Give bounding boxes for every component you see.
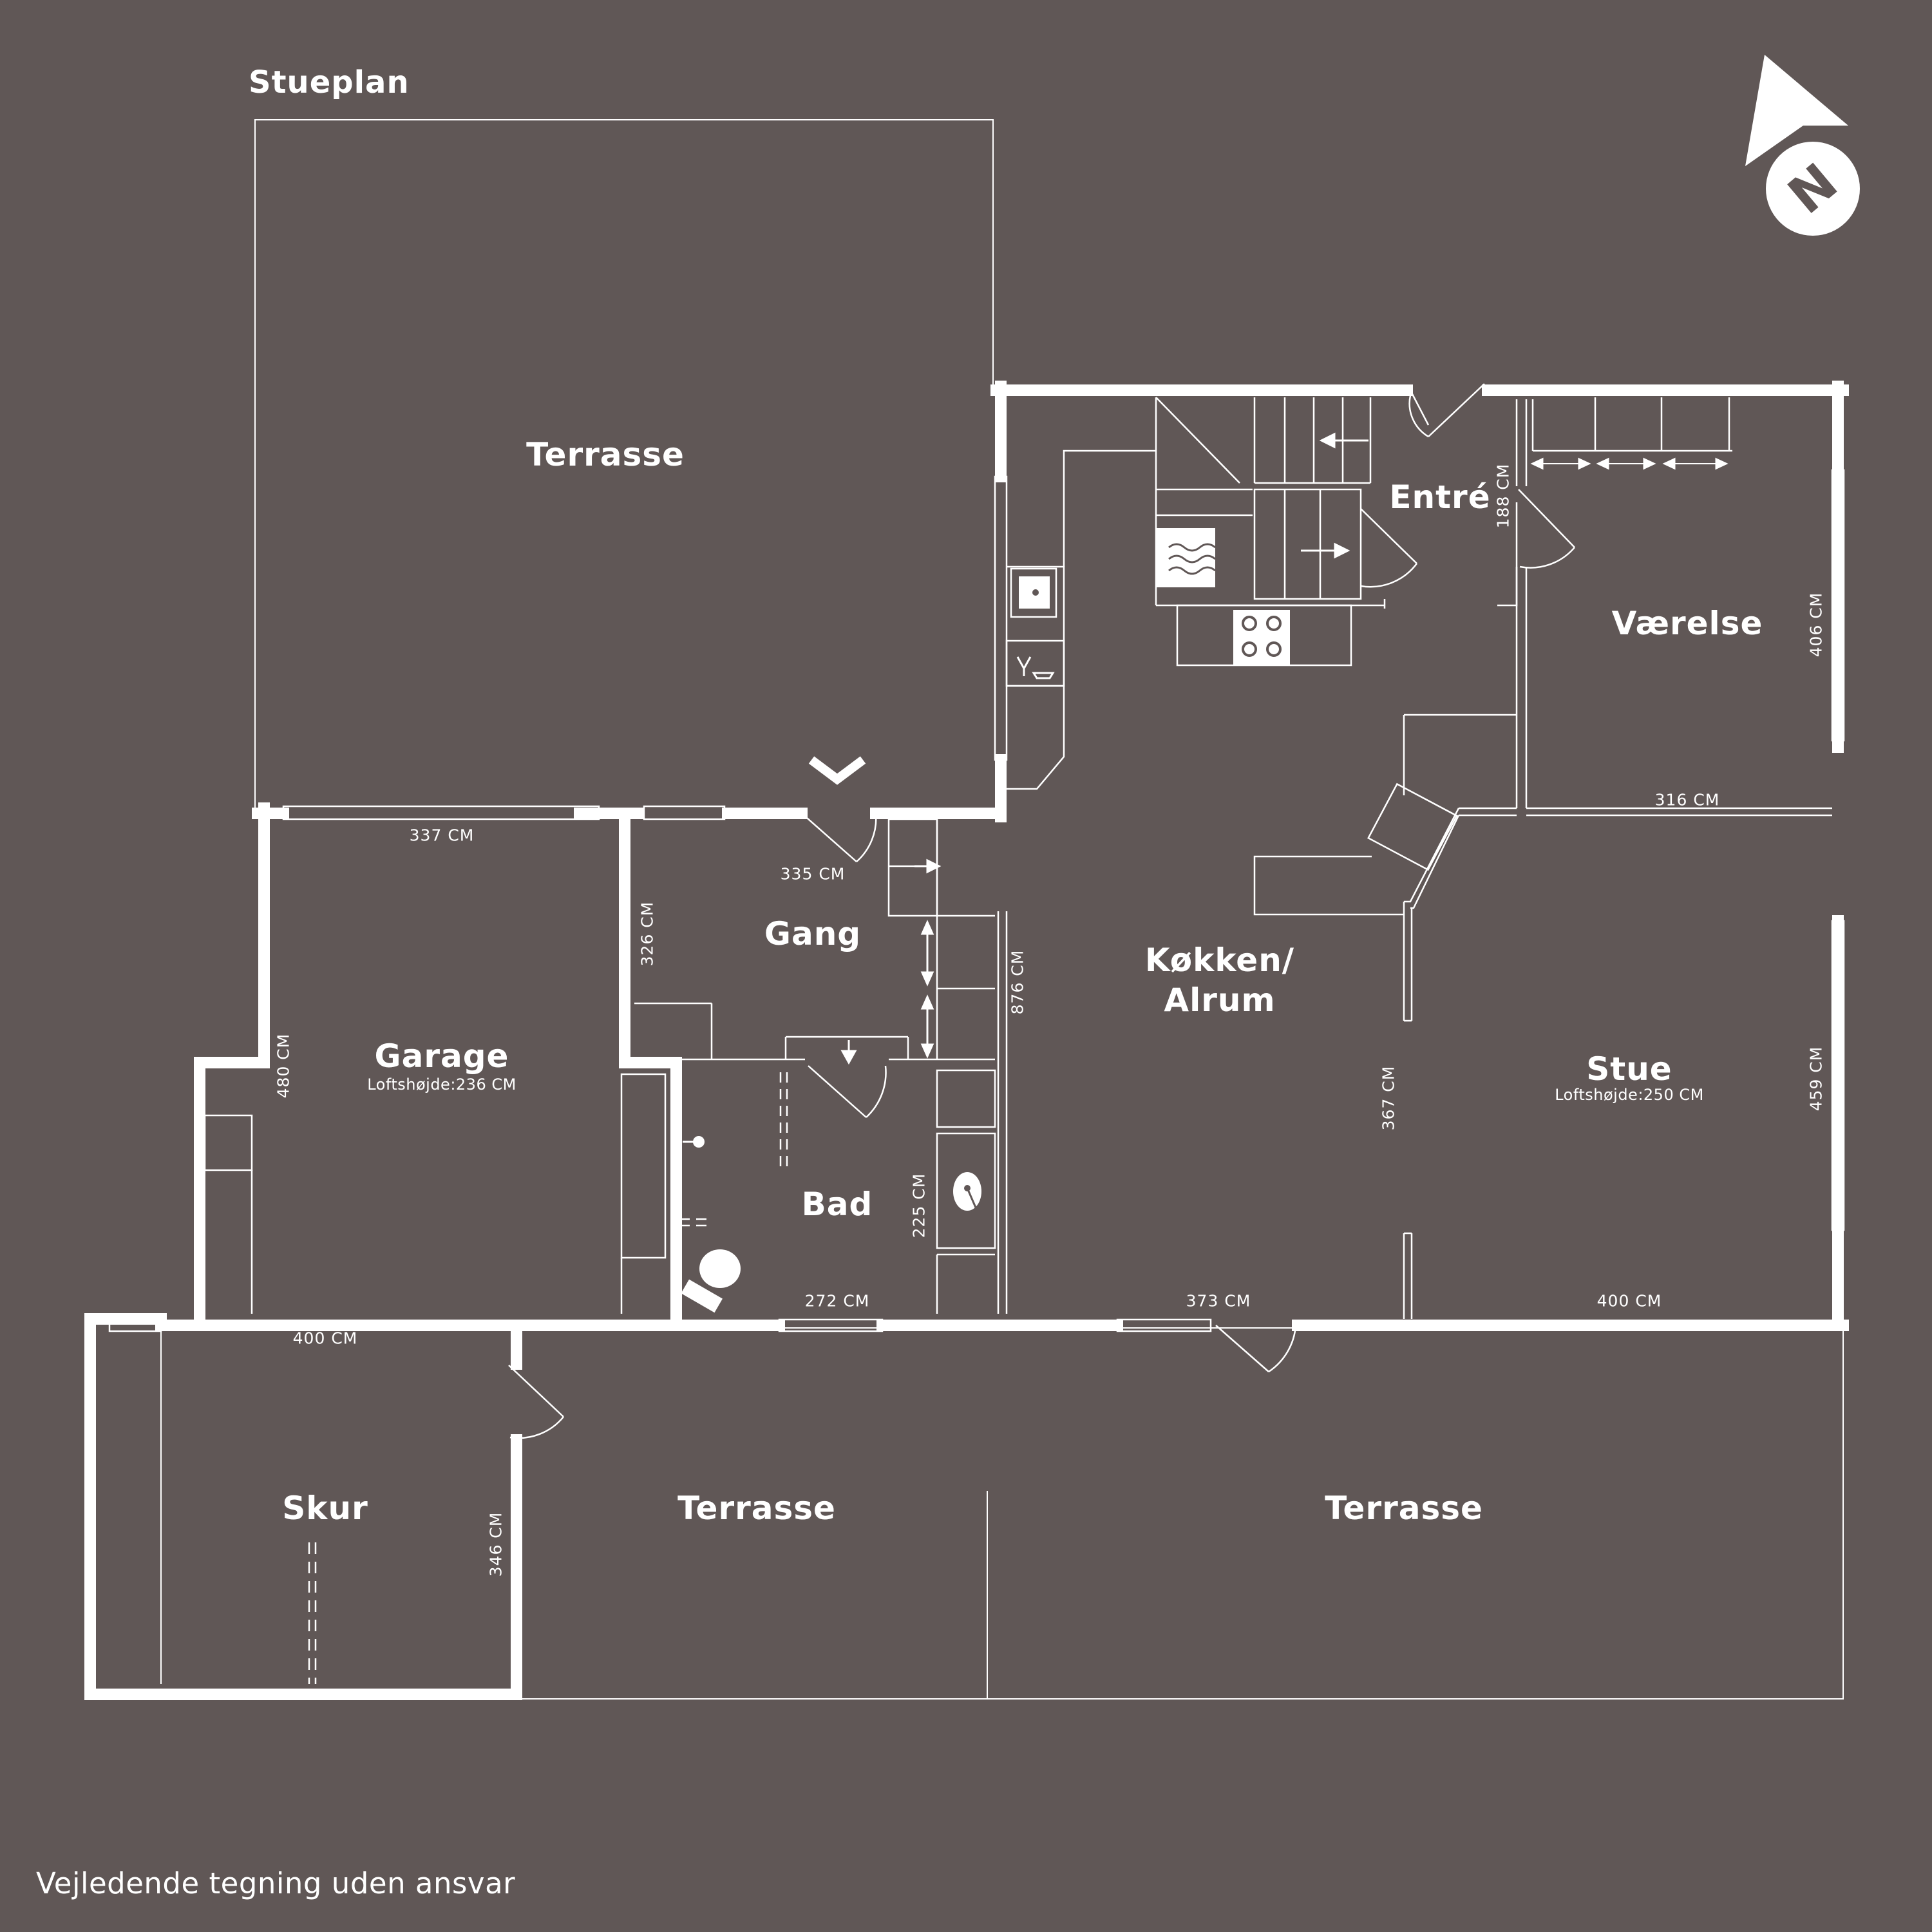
dim-skur-height: 346 CM [486,1511,506,1577]
dim-garage-width: 337 CM [409,826,475,845]
room-terrasse-top: Terrasse [526,436,685,473]
dim-stue-inner-height: 367 CM [1379,1065,1398,1131]
dim-bad-width: 272 CM [804,1291,870,1311]
stue-ceiling-height: Loftshøjde:250 CM [1555,1086,1704,1104]
interior-lines [108,397,1845,1684]
dim-kitchen-height: 876 CM [1008,949,1027,1015]
dim-stue-width: 400 CM [1596,1291,1662,1311]
room-skur: Skur [282,1490,368,1527]
dim-kitchen-width: 373 CM [1186,1291,1251,1311]
room-stue: Stue [1586,1050,1672,1088]
compass-icon: N [1745,55,1860,236]
room-kokken-line1: Køkken/ [1144,942,1295,979]
doors [508,383,1575,1439]
dim-gang-width: 335 CM [780,864,846,884]
fixtures [681,543,1282,1313]
terrace-outlines [160,119,1844,1700]
room-kokken: Køkken/ Alrum [1145,940,1294,1020]
stair-arrows [840,432,1728,1065]
room-entre: Entré [1389,478,1491,516]
room-bad: Bad [801,1186,873,1223]
dim-entre-height: 188 CM [1493,463,1513,529]
dim-skur-width: 400 CM [292,1329,358,1348]
dim-stue-height: 459 CM [1806,1046,1826,1112]
walls [84,381,1849,1700]
room-terrasse-bottom-left: Terrasse [677,1490,836,1527]
plan-title: Stueplan [249,64,410,100]
room-garage: Garage [374,1037,509,1075]
garage-ceiling-height: Loftshøjde:236 CM [367,1075,516,1094]
dim-vaerelse-width: 316 CM [1654,790,1720,810]
room-gang: Gang [764,915,862,952]
dim-vaerelse-height: 406 CM [1806,592,1826,658]
disclaimer: Vejledende tegning uden ansvar [36,1866,516,1900]
room-kokken-line2: Alrum [1164,981,1276,1019]
room-terrasse-bottom-right: Terrasse [1325,1490,1483,1527]
dim-bad-height: 225 CM [909,1173,929,1238]
dim-gang-height: 326 CM [638,901,657,967]
dim-garage-height: 480 CM [274,1033,293,1099]
room-vaerelse: Værelse [1611,605,1763,642]
